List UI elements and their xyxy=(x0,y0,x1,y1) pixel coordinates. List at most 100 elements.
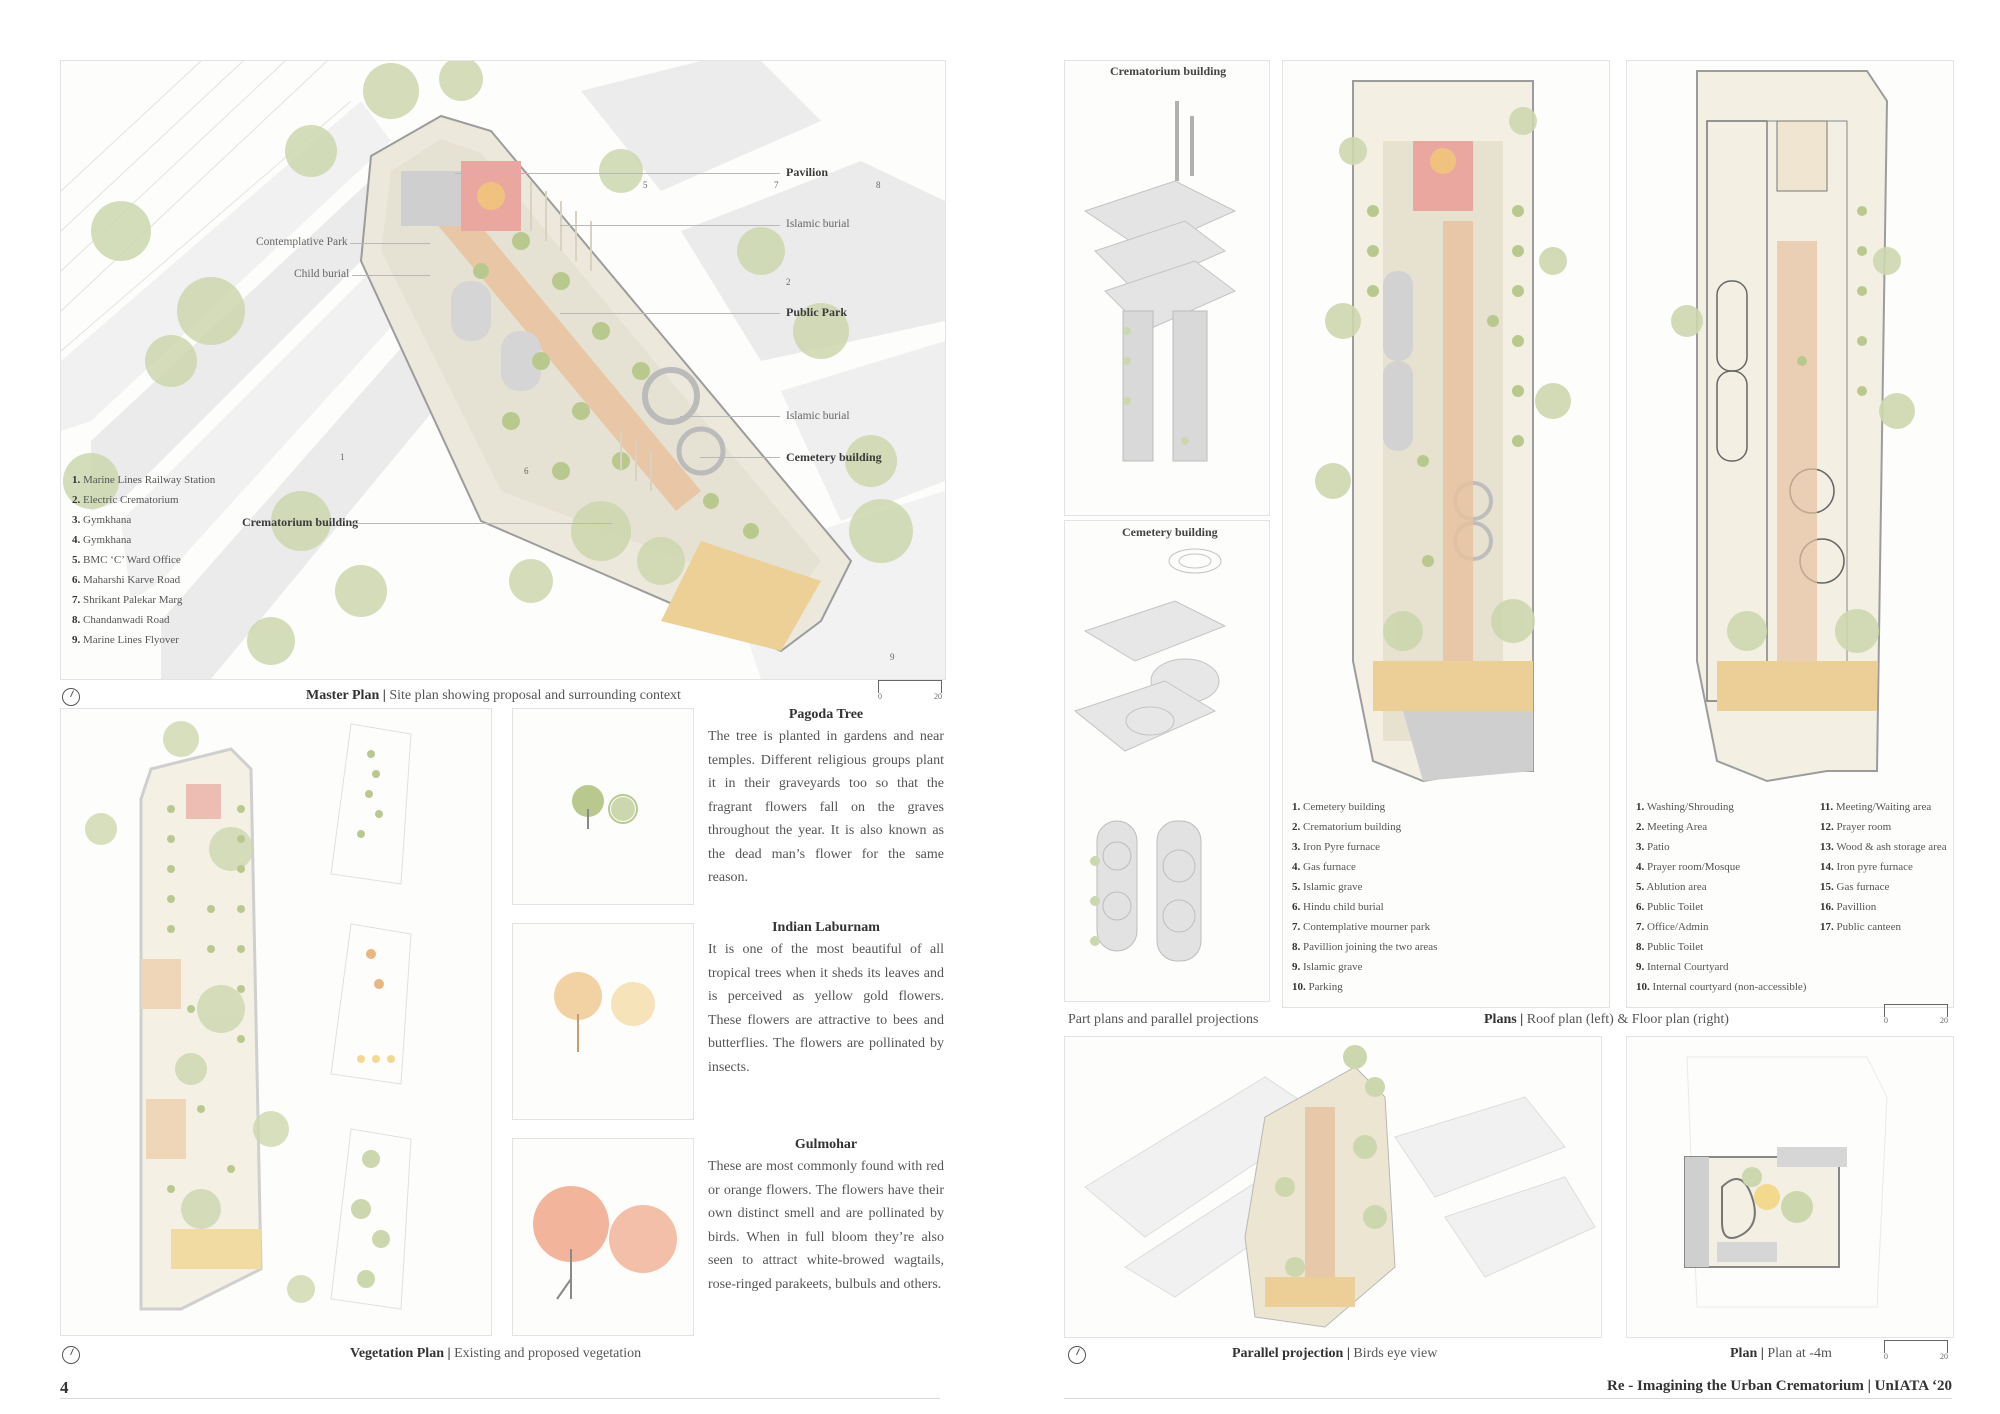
pagoda-tree-swatch xyxy=(512,708,694,905)
legend-item: 7. Office/Admin xyxy=(1636,921,1709,933)
leader-contemplative-park xyxy=(350,243,430,244)
master-plan-scale-bar: 0 20 xyxy=(878,680,942,702)
label-crematorium-building: Crematorium building xyxy=(242,515,359,529)
part-plans-caption: Part plans and parallel projections xyxy=(1068,1012,1259,1027)
crematorium-part-plan-title: Crematorium building xyxy=(1110,64,1227,78)
label-contemplative-park: Contemplative Park xyxy=(256,236,348,248)
legend-item: 2. Electric Crematorium xyxy=(72,494,179,506)
parallel-projection-caption: Parallel projection | Birds eye view xyxy=(1232,1346,1438,1361)
legend-item: 8. Pavillion joining the two areas xyxy=(1292,941,1438,953)
north-arrow-icon xyxy=(1068,1346,1086,1364)
floor-plan-legend-left: 1. Washing/Shrouding 2. Meeting Area 3. … xyxy=(1636,797,1806,997)
vegetation-plan-drawing xyxy=(85,721,412,1311)
plans-scale-bar: 0 20 xyxy=(1884,1004,1948,1026)
legend-item: 15. Gas furnace xyxy=(1820,881,1890,893)
legend-item: 5. Islamic grave xyxy=(1292,881,1363,893)
page-number: 4 xyxy=(60,1378,69,1397)
legend-item: 3. Patio xyxy=(1636,841,1670,853)
legend-item: 14. Iron pyre furnace xyxy=(1820,861,1913,873)
map-number-9: 9 xyxy=(890,652,895,662)
roof-plan-legend: 1. Cemetery building 2. Crematorium buil… xyxy=(1292,797,1437,997)
vegetation-plan-panel xyxy=(60,708,492,1336)
leader-public-park xyxy=(560,313,780,314)
master-plan-drawing xyxy=(61,61,945,679)
legend-item: 3. Gymkhana xyxy=(72,514,132,526)
north-arrow-icon xyxy=(62,1346,80,1364)
legend-item: 3. Iron Pyre furnace xyxy=(1292,841,1380,853)
legend-item: 7. Shrikant Palekar Marg xyxy=(72,594,183,606)
footer-rule-right xyxy=(1064,1398,1952,1399)
crematorium-part-plan-panel xyxy=(1064,60,1270,516)
tree-text-pagoda: The tree is planted in gardens and near … xyxy=(708,729,944,885)
plan-minus-4m-drawing xyxy=(1684,1056,1888,1308)
label-islamic-burial-1: Islamic burial xyxy=(786,218,850,230)
master-plan-panel xyxy=(60,60,946,680)
plan-minus-4m-scale-bar: 0 20 xyxy=(1884,1340,1948,1362)
leader-islamic-burial-1 xyxy=(560,225,780,226)
label-public-park: Public Park xyxy=(786,305,848,319)
legend-item: 6. Hindu child burial xyxy=(1292,901,1384,913)
leader-crematorium-building xyxy=(352,523,612,524)
floor-plan-panel xyxy=(1626,60,1954,1008)
cemetery-part-plan-panel xyxy=(1064,520,1270,1002)
plan-minus-4m-caption: Plan | Plan at -4m xyxy=(1730,1346,1832,1361)
tree-title-pagoda: Pagoda Tree xyxy=(788,707,864,722)
legend-item: 10. Internal courtyard (non-accessible) xyxy=(1636,981,1807,993)
footer-rule-left xyxy=(60,1398,940,1399)
label-islamic-burial-2: Islamic burial xyxy=(786,410,850,422)
leader-child-burial xyxy=(352,275,430,276)
legend-item: 7. Contemplative mourner park xyxy=(1292,921,1431,933)
plans-caption: Plans | Roof plan (left) & Floor plan (r… xyxy=(1484,1012,1729,1027)
legend-item: 9. Islamic grave xyxy=(1292,961,1363,973)
legend-item: 1. Washing/Shrouding xyxy=(1636,801,1734,813)
floor-plan-drawing xyxy=(1671,70,1915,783)
legend-item: 6. Public Toilet xyxy=(1636,901,1704,913)
legend-item: 12. Prayer room xyxy=(1820,821,1892,833)
legend-item: 1. Marine Lines Railway Station xyxy=(72,474,216,486)
map-number-7: 7 xyxy=(774,180,779,190)
parallel-projection-drawing xyxy=(1084,1045,1596,1328)
tree-text-gulmohar: These are most commonly found with red o… xyxy=(708,1159,944,1292)
leader-cemetery-building xyxy=(700,457,780,458)
map-number-1: 1 xyxy=(340,452,345,462)
legend-item: 17. Public canteen xyxy=(1820,921,1901,933)
legend-item: 9. Internal Courtyard xyxy=(1636,961,1729,973)
footer-title: Re - Imagining the Urban Crematorium | U… xyxy=(1607,1378,1952,1394)
master-plan-legend: 1. Marine Lines Railway Station 2. Elect… xyxy=(72,470,215,650)
master-plan-caption: Master Plan | Site plan showing proposal… xyxy=(306,688,681,703)
legend-item: 4. Gymkhana xyxy=(72,534,132,546)
indian-laburnam-swatch xyxy=(512,923,694,1120)
map-number-6: 6 xyxy=(524,466,529,476)
map-number-5: 5 xyxy=(643,180,648,190)
tree-title-laburnam: Indian Laburnam xyxy=(772,920,880,935)
legend-item: 1. Cemetery building xyxy=(1292,801,1386,813)
legend-item: 13. Wood & ash storage area xyxy=(1820,841,1947,853)
map-number-8: 8 xyxy=(876,180,881,190)
legend-item: 5. Ablution area xyxy=(1636,881,1707,893)
label-cemetery-building: Cemetery building xyxy=(786,450,882,464)
leader-islamic-burial-2 xyxy=(680,416,780,417)
tree-title-gulmohar: Gulmohar xyxy=(794,1137,858,1152)
parallel-projection-panel xyxy=(1064,1036,1602,1338)
vegetation-plan-caption: Vegetation Plan | Existing and proposed … xyxy=(350,1346,642,1361)
north-arrow-icon xyxy=(62,688,80,706)
label-pavilion: Pavilion xyxy=(786,165,829,179)
map-number-2: 2 xyxy=(786,277,791,287)
label-child-burial: Child burial xyxy=(294,268,350,280)
legend-item: 2. Crematorium building xyxy=(1292,821,1402,833)
legend-item: 6. Maharshi Karve Road xyxy=(72,574,181,586)
leader-pavilion xyxy=(455,173,780,174)
gulmohar-swatch xyxy=(512,1138,694,1336)
legend-item: 4. Prayer room/Mosque xyxy=(1636,861,1741,873)
legend-item: 10. Parking xyxy=(1292,981,1343,993)
roof-plan-panel xyxy=(1282,60,1610,1008)
legend-item: 5. BMC ‘C’ Ward Office xyxy=(72,554,181,566)
legend-item: 4. Gas furnace xyxy=(1292,861,1356,873)
cemetery-part-plan-title: Cemetery building xyxy=(1122,525,1218,539)
floor-plan-legend-right: 11. Meeting/Waiting area 12. Prayer room… xyxy=(1820,797,1947,937)
tree-text-laburnam: It is one of the most beautiful of all t… xyxy=(708,942,944,1075)
legend-item: 16. Pavillion xyxy=(1820,901,1877,913)
roof-plan-drawing xyxy=(1315,80,1571,783)
legend-item: 8. Chandanwadi Road xyxy=(72,614,170,626)
legend-item: 8. Public Toilet xyxy=(1636,941,1704,953)
